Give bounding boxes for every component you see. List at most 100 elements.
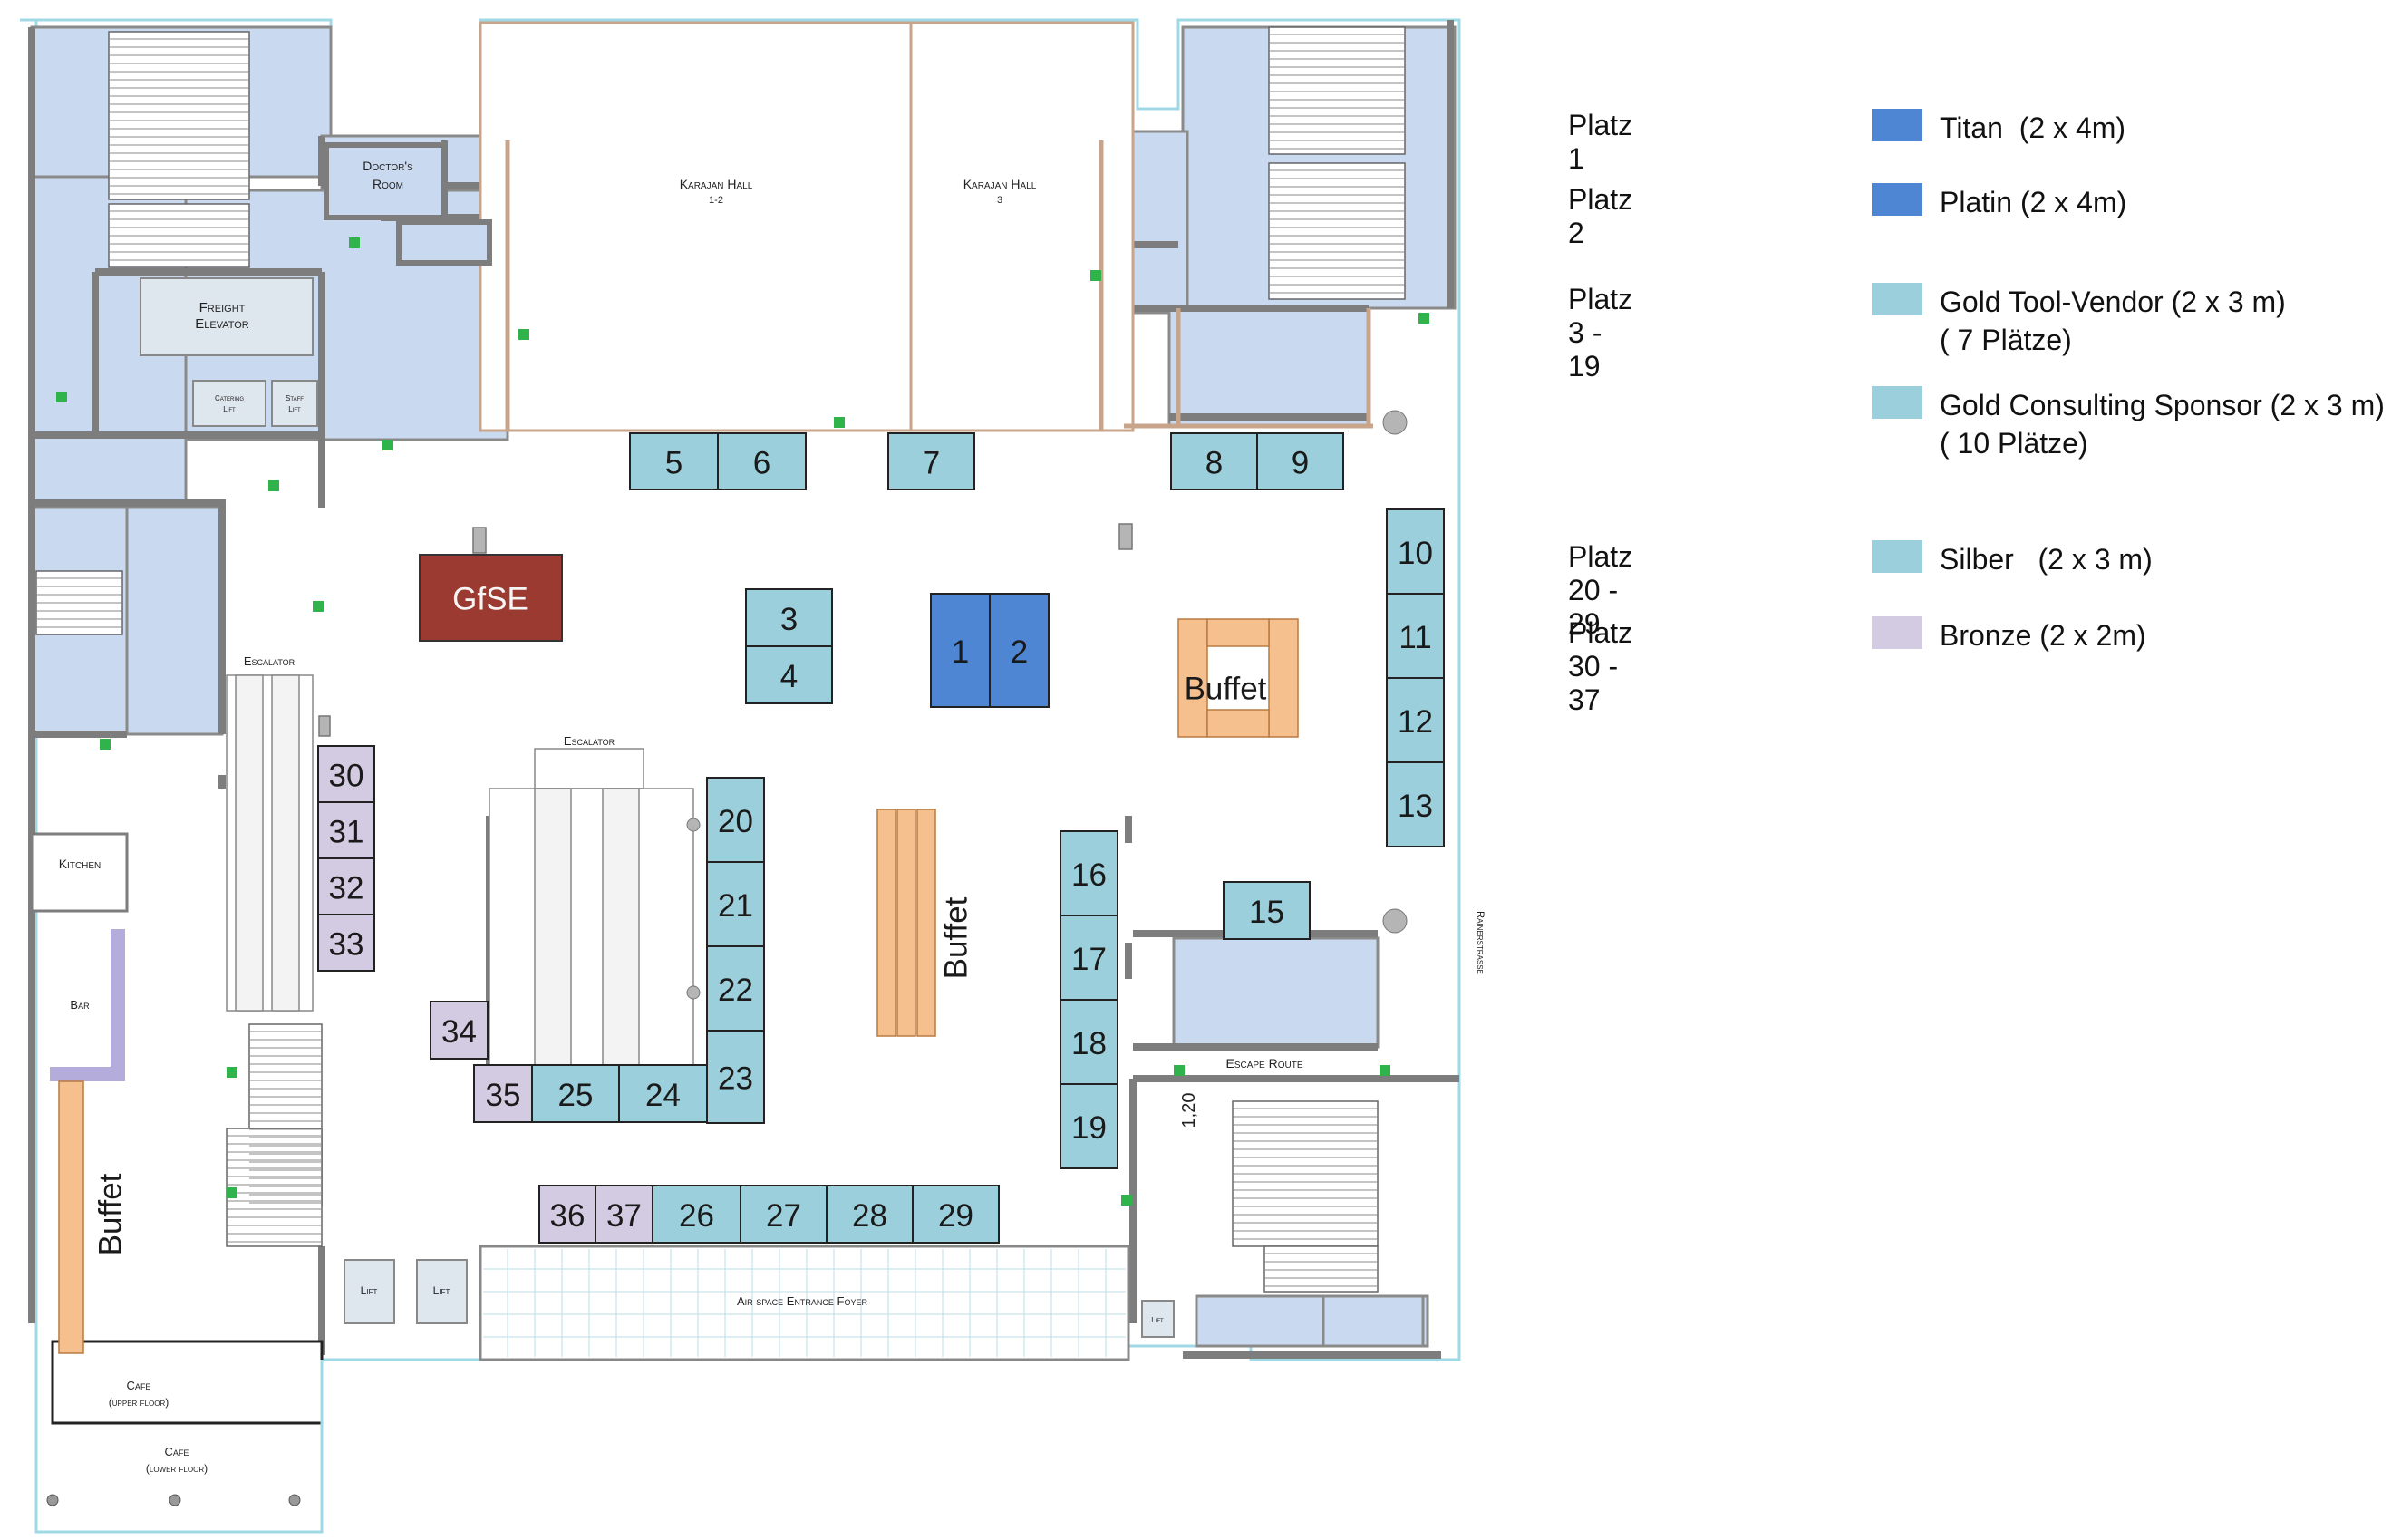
escape-route-label: Escape Route: [1225, 1056, 1302, 1070]
legend-tier-name: Titan (2 x 4m): [1940, 111, 2126, 144]
booth-25: [531, 1064, 620, 1123]
exit-signs: [56, 237, 1429, 1206]
street-label: Rainerstrasse: [1475, 911, 1486, 974]
karajan-hall-3-sub: 3: [997, 195, 1002, 206]
booth-24: [618, 1064, 708, 1123]
bar-label: Bar: [70, 998, 90, 1012]
booth-22: [706, 945, 765, 1032]
booth-11-label: 11: [1399, 620, 1431, 655]
exit-sign-icon: [268, 480, 279, 491]
catering-lift-label-1: Catering: [215, 394, 244, 402]
booth-31: [317, 801, 375, 859]
exit-sign-icon: [227, 1187, 237, 1198]
freight-elevator: [140, 277, 314, 356]
legend-place: Platz 2: [1568, 183, 1633, 249]
escalator-center: [489, 748, 694, 1066]
booth-18-label: 18: [1071, 1026, 1107, 1061]
booth-21-label: 21: [718, 888, 753, 924]
cafe-outline: [34, 1323, 324, 1534]
cafe-upper-label-2: (upper floor): [109, 1396, 169, 1409]
escalator-left: [226, 674, 314, 1012]
kitchen-label: Kitchen: [59, 857, 102, 871]
room-small: [396, 219, 492, 266]
booth-17: [1060, 915, 1118, 1001]
lift-2: [416, 1259, 468, 1324]
exit-sign-icon: [227, 1067, 237, 1078]
booth-15-label: 15: [1249, 895, 1284, 930]
exit-sign-icon: [1380, 1065, 1390, 1076]
buffet-top-right-label: Buffet: [1185, 672, 1267, 707]
booth-11: [1386, 593, 1445, 679]
legend-tier-name: Gold Consulting Sponsor (2 x 3 m) ( 10 P…: [1940, 389, 2385, 460]
columns: [686, 410, 1408, 1000]
booth-22-label: 22: [718, 973, 753, 1008]
booth-25-label: 25: [558, 1078, 594, 1113]
pillars: [318, 523, 1133, 737]
booth-6: [717, 432, 807, 490]
legend-tier-name: Silber (2 x 3 m): [1940, 543, 2153, 576]
exit-sign-icon: [382, 440, 393, 450]
booth-16: [1060, 830, 1118, 916]
legend-swatch: [1872, 386, 1922, 419]
legend-tier-name: Bronze (2 x 2m): [1940, 619, 2146, 652]
exit-sign-icon: [1121, 1195, 1132, 1206]
booth-13-label: 13: [1398, 789, 1433, 824]
booth-1: [930, 593, 991, 708]
karajan-halls: [479, 21, 1373, 432]
booth-16-label: 16: [1071, 857, 1107, 893]
booth-27: [740, 1185, 828, 1244]
booth-7: [887, 432, 975, 490]
legend-swatch: [1872, 616, 1922, 649]
karajan-hall-12-label: Karajan Hall: [680, 177, 753, 191]
buffet-top-right: [1177, 618, 1299, 738]
booth-26-label: 26: [679, 1198, 714, 1234]
doctors-room: [324, 142, 447, 220]
booth-29: [912, 1185, 1000, 1244]
booth-2-label: 2: [1011, 634, 1028, 670]
buffet-center-label: Buffet: [939, 896, 974, 979]
exit-sign-icon: [1174, 1065, 1185, 1076]
booth-9: [1256, 432, 1344, 490]
staff-lift: [271, 380, 318, 427]
booth-35: [473, 1064, 533, 1123]
cafe-lower-label-2: (lower floor): [146, 1462, 208, 1475]
catering-lift: [192, 380, 266, 427]
lift-2-label: Lift: [433, 1284, 450, 1297]
lift-3-label: Lift: [1151, 1316, 1164, 1324]
booth-12: [1386, 677, 1445, 763]
doctors-room-label-2: Room: [373, 177, 403, 191]
staff-lift-label-1: Staff: [286, 394, 304, 402]
doctors-room-label-1: Doctor's: [363, 159, 413, 173]
booth-12-label: 12: [1398, 704, 1433, 740]
freight-elevator-label-2: Elevator: [195, 316, 249, 332]
stair-treads: [36, 34, 1405, 1287]
booth-35-label: 35: [486, 1078, 521, 1113]
booth-30-label: 30: [329, 759, 364, 794]
catering-lift-label-2: Lift: [223, 405, 236, 413]
booth-15: [1223, 881, 1311, 940]
cafe-upper-label-1: Cafe: [127, 1379, 151, 1392]
exit-sign-icon: [1418, 313, 1429, 324]
booth-17-label: 17: [1071, 942, 1107, 977]
exit-sign-icon: [1090, 270, 1101, 281]
legend-tier-name: Gold Tool-Vendor (2 x 3 m) ( 7 Plätze): [1940, 286, 2286, 356]
exit-sign-icon: [56, 392, 67, 402]
legend-place: Platz 30 - 37: [1568, 616, 1633, 716]
booth-34: [430, 1001, 489, 1060]
airspace-label: Air space Entrance Foyer: [737, 1294, 867, 1308]
booth-23-label: 23: [718, 1061, 753, 1097]
booth-1-label: 1: [952, 634, 969, 670]
booth-32-label: 32: [329, 871, 364, 906]
gfse-label: GfSE: [452, 582, 528, 617]
booth-31-label: 31: [329, 815, 364, 850]
lift-1-label: Lift: [361, 1284, 378, 1297]
airspace-entrance-foyer: [479, 1245, 1130, 1361]
legend-swatch: [1872, 540, 1922, 573]
exit-sign-icon: [100, 739, 111, 750]
legend-swatch: [1872, 183, 1922, 216]
booth-7-label: 7: [923, 446, 940, 481]
booth-34-label: 34: [441, 1014, 477, 1050]
booth-24-label: 24: [645, 1078, 681, 1113]
karajan-hall-3-label: Karajan Hall: [963, 177, 1037, 191]
